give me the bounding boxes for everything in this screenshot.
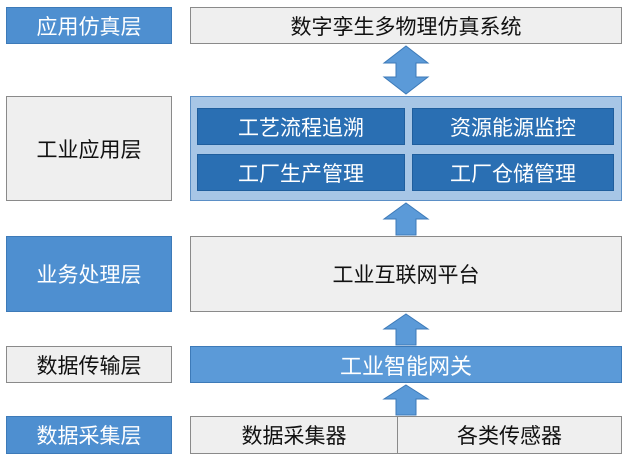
iiot-platform-box: 工业互联网平台 <box>190 236 622 312</box>
up-arrow-icon <box>382 384 430 416</box>
layer-label-simulation: 应用仿真层 <box>6 7 172 44</box>
double-arrow-icon <box>382 45 430 95</box>
layer-label-collection: 数据采集层 <box>6 416 172 454</box>
sensors-box: 各类传感器 <box>397 416 622 454</box>
factory-production-module: 工厂生产管理 <box>197 154 405 191</box>
factory-warehouse-module: 工厂仓储管理 <box>412 154 614 191</box>
smart-gateway-box: 工业智能网关 <box>190 346 622 383</box>
digital-twin-system-box: 数字孪生多物理仿真系统 <box>190 7 622 44</box>
resource-monitor-module: 资源能源监控 <box>412 108 614 145</box>
up-arrow-icon <box>382 202 430 236</box>
layer-label-transmission: 数据传输层 <box>6 346 172 383</box>
up-arrow-icon <box>382 313 430 346</box>
process-trace-module: 工艺流程追溯 <box>197 108 405 145</box>
data-collector-box: 数据采集器 <box>190 416 398 454</box>
layer-label-business: 业务处理层 <box>6 236 172 312</box>
layer-label-industrial-app: 工业应用层 <box>6 96 172 201</box>
